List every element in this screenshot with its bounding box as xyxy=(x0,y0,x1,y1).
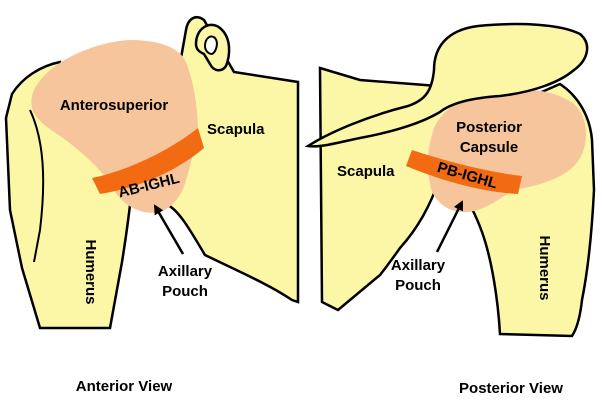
anterior-region-label: Anterosuperior xyxy=(60,97,169,114)
anterior-coracoid-hole xyxy=(205,36,217,54)
posterior-view-caption: Posterior View xyxy=(459,380,563,397)
posterior-humerus-label: Humerus xyxy=(536,235,553,300)
anterior-pouch-label-line2: Pouch xyxy=(162,283,208,300)
anterior-humerus-label: Humerus xyxy=(82,239,99,304)
anterior-view-caption: Anterior View xyxy=(76,378,173,395)
anterior-pouch-label-line1: Axillary xyxy=(158,263,213,280)
posterior-pouch-arrow xyxy=(437,202,462,252)
posterior-region-label-line2: Capsule xyxy=(460,139,518,156)
posterior-view: Posterior Capsule Scapula PB-IGHL Humeru… xyxy=(308,24,594,397)
anterior-scapula-label: Scapula xyxy=(207,121,265,138)
posterior-scapula-label: Scapula xyxy=(337,163,395,180)
posterior-pouch-label-line2: Pouch xyxy=(395,277,441,294)
anterior-view: Anterosuperior Scapula AB-IGHL Humerus A… xyxy=(6,17,298,395)
posterior-pouch-label-line1: Axillary xyxy=(391,257,446,274)
posterior-region-label-line1: Posterior xyxy=(456,119,522,136)
